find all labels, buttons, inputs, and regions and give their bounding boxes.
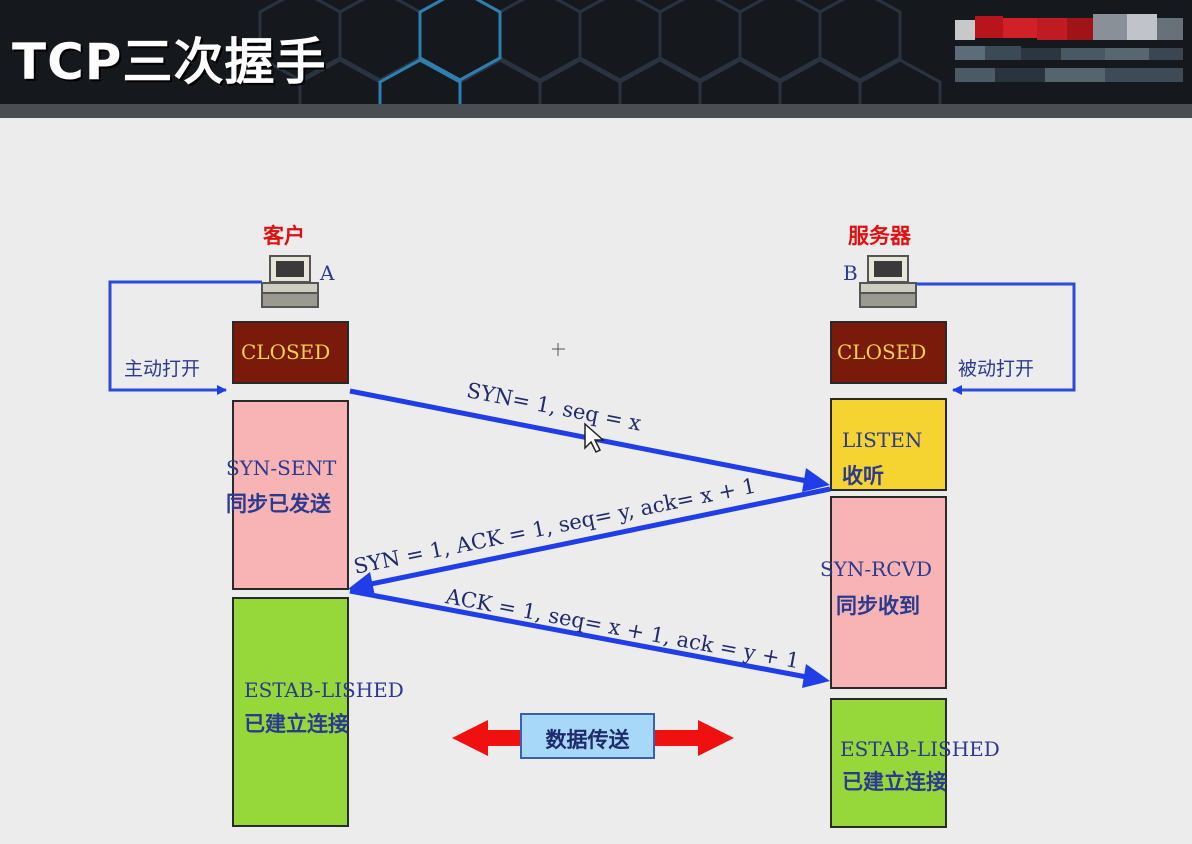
header-band: TCP三次握手 [0,0,1192,108]
server-closed-label: CLOSED [837,340,927,364]
client-state-syn-sent [232,400,349,590]
client-letter: A [320,261,335,285]
client-computer-icon [261,255,319,308]
data-transfer-arrow [452,720,734,756]
blurred-logo [955,12,1185,90]
passive-open-label: 被动打开 [958,358,1035,380]
server-letter: B [843,261,858,285]
server-state-listen [830,398,947,491]
ack-arrow [349,588,830,688]
server-established-label: ESTAB-LISHED [840,737,1000,761]
syn-arrow [349,388,830,492]
listen-cn-label: 收听 [842,464,884,488]
header-divider [0,104,1192,118]
server-established-cn-label: 已建立连接 [842,770,947,794]
client-title: 客户 [263,224,305,248]
mouse-pointer-icon [584,422,605,454]
data-transfer-label: 数据传送 [545,728,630,752]
syn-sent-label: SYN-SENT [226,456,337,480]
client-closed-label: CLOSED [241,340,331,364]
syn-rcvd-label: SYN-RCVD [820,557,933,581]
syn-rcvd-cn-label: 同步收到 [836,594,920,618]
syn-sent-cn-label: 同步已发送 [226,492,331,516]
server-state-closed: CLOSED [830,321,947,384]
client-established-label: ESTAB-LISHED [244,678,404,702]
server-open-loop [916,282,1076,395]
active-open-label: 主动打开 [124,358,201,380]
hex-pattern [258,0,942,108]
server-title: 服务器 [848,224,911,248]
page-title: TCP三次握手 [12,33,327,91]
server-state-established [830,698,947,828]
client-state-established [232,597,349,827]
crosshair-icon [552,343,565,356]
server-state-syn-rcvd [830,496,947,689]
server-computer-icon [859,255,917,308]
client-established-cn-label: 已建立连接 [244,712,349,736]
listen-label: LISTEN [842,428,923,452]
client-open-loop [108,280,262,395]
client-state-closed: CLOSED [232,321,349,384]
data-transfer-box: 数据传送 [520,713,655,759]
